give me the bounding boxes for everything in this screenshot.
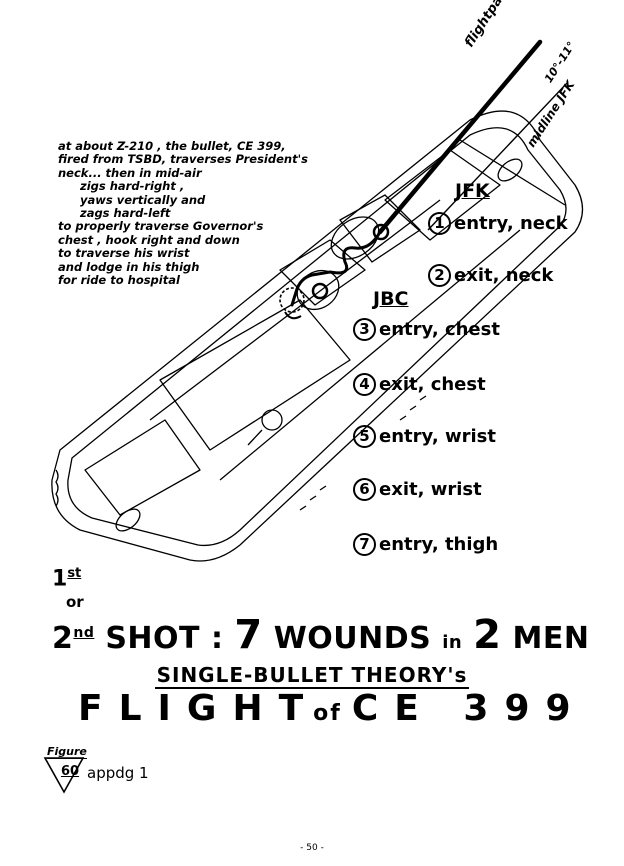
headline-wounds: WOUNDS [273,621,432,656]
wound-item: 3 entry, chest [353,318,500,341]
note-line: to traverse his wrist [58,246,190,261]
wound-text: entry, thigh [379,534,499,555]
shot-1: 1 [52,566,68,592]
wound-item: 2 exit, neck [428,264,553,287]
jfk-label: JFK [455,180,490,202]
wound-number: 6 [353,478,376,501]
midline-jfk-line [427,81,569,231]
car-trim-ticks [299,395,427,511]
car-body-outline [51,110,584,562]
wound-text: entry, wrist [379,426,496,447]
car-front [459,139,566,206]
note-line: chest , hook right and down [58,232,240,247]
note-line: fired from TSBD, traverses President's [58,152,308,167]
wound-item: 1 entry, neck [428,212,568,235]
shot-2: 2 [52,621,74,656]
note-line: and lodge in his thigh [58,259,200,274]
theory-title-text: SINGLE-BULLET THEORY's [154,663,470,689]
wound-text: entry, neck [454,213,568,234]
car-windshield [384,149,501,241]
rear-bumper [55,469,59,507]
steering-column [247,429,263,446]
or-label: or [66,593,84,611]
figure-reference: appdg 1 [87,764,149,782]
wound-text: exit, wrist [379,479,482,500]
first-shot-label: 1st [52,563,81,590]
jbc-lap-circle [279,287,305,313]
car-side-line-2 [219,229,521,481]
car-jumpseat [279,239,366,306]
wound-text: exit, chest [379,374,486,395]
figure-word: Figure [47,745,87,759]
wound-text: exit, neck [454,265,554,286]
bullet-path [290,230,382,307]
wound-marker-chest [311,282,329,300]
jfk-head-outline [330,216,380,260]
wound-item: 6 exit, wrist [353,478,482,501]
car-center-panel [159,299,351,451]
jbc-label: JBC [373,288,409,310]
car-side-line [149,199,441,421]
car-rear-seat [339,194,421,263]
bullet-narrative: at about Z-210 , the bullet, CE 399, fir… [58,139,318,288]
note-line: zags hard-left [80,206,171,221]
headline-seven: 7 [234,612,263,658]
wound-number: 1 [428,212,451,235]
wound-item: 7 entry, thigh [353,533,498,556]
wound-marker-neck [372,223,390,241]
note-line: to properly traverse Governor's [58,219,264,234]
wound-number: 3 [353,318,376,341]
note-line: yaws vertically and [80,192,206,207]
headline: 2nd SHOT : 7 WOUNDS in 2 MEN [52,612,589,658]
wound-number: 5 [353,425,376,448]
flight-title: FLIGHTof CE 399 [78,688,587,729]
headline-in: in [442,632,463,653]
theory-title: SINGLE-BULLET THEORY's [0,663,624,689]
headline-shot: SHOT : [105,621,224,656]
rear-wheel [115,508,141,532]
flightpath-line [377,39,543,235]
wound-item: 4 exit, chest [353,373,486,396]
front-wheel [497,158,523,182]
wound-number: 4 [353,373,376,396]
note-line: for ride to hospital [58,273,180,288]
wound-marker-thigh [284,311,302,320]
wound-text: entry, chest [379,319,500,340]
flight-of: of [313,701,342,726]
wound-number: 7 [353,533,376,556]
note-line: zigs hard-right , [80,179,185,194]
car-body-inner [67,127,567,547]
page-number: - 50 - [300,843,324,853]
flight-word: FLIGHT [78,688,320,729]
wound-number: 2 [428,264,451,287]
note-line: at about Z-210 , the bullet, CE 399, [58,139,286,153]
steering-wheel [261,409,283,431]
car-rear-deck [84,419,201,516]
headline-two: 2 [473,612,502,658]
shot-1-suffix: st [67,566,82,581]
wound-item: 5 entry, wrist [353,425,496,448]
flight-ce: CE 399 [351,688,587,729]
note-line: neck... then in mid-air [58,165,202,180]
headline-men: MEN [512,621,590,656]
shot-2-suffix: nd [73,625,95,641]
figure-number: 60 [60,764,80,779]
